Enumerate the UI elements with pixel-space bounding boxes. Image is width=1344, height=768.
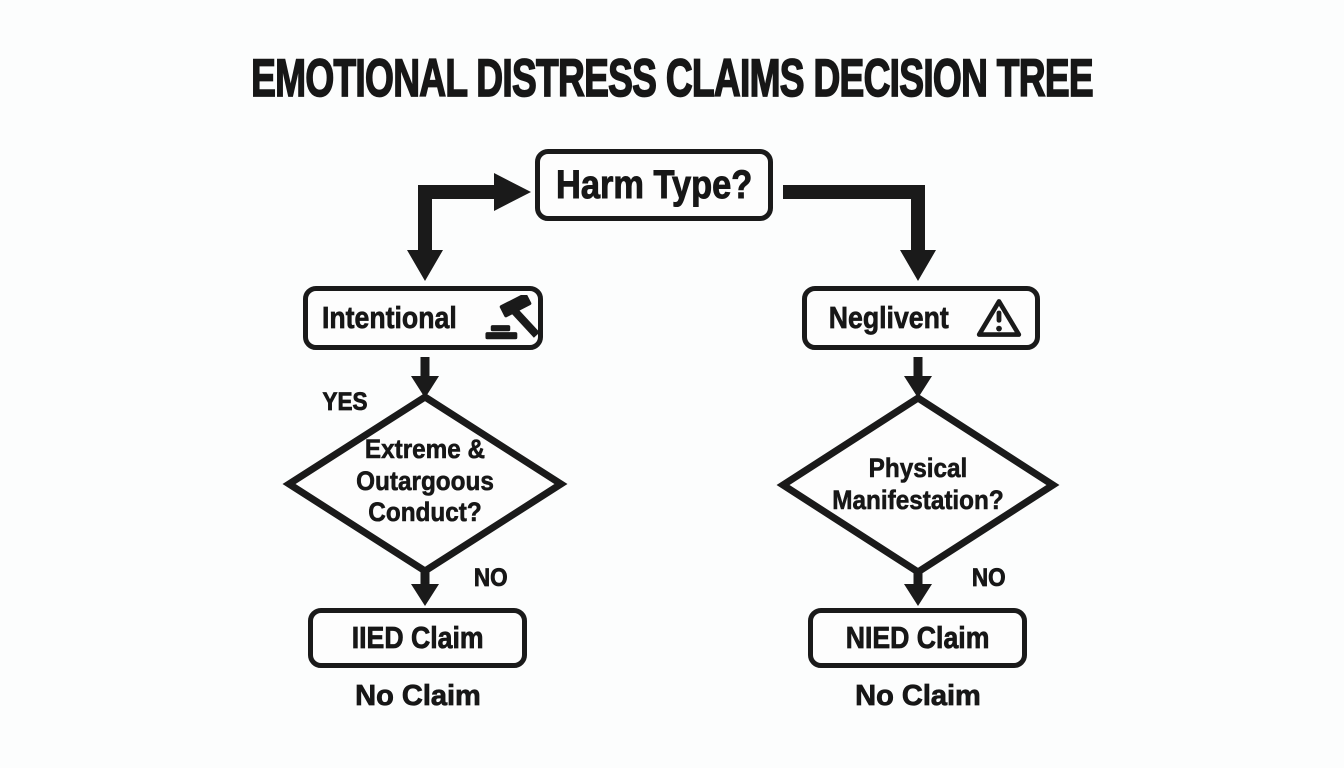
nied-claim-label: NIED Claim <box>845 620 990 656</box>
right-decision-label: Physical Manifestation? <box>819 453 1017 516</box>
decision-to-nied-arrow <box>904 572 932 606</box>
no-claim-label-left: No Claim <box>355 680 481 713</box>
left-decision-label: Extreme & Outargoous Conduct? <box>326 434 524 529</box>
negligent-to-decision-arrow <box>904 357 932 398</box>
gavel-icon <box>485 295 541 340</box>
iied-claim-label: IIED Claim <box>351 620 484 656</box>
left-elbow-arrow <box>407 173 531 281</box>
decision-to-iied-arrow <box>411 571 439 606</box>
negligent-node: Neglivent <box>802 286 1040 350</box>
yes-edge-label: YES <box>322 388 368 417</box>
intentional-to-decision-arrow <box>411 357 439 398</box>
harm-type-label: Harm Type? <box>555 162 753 207</box>
intentional-node: Intentional <box>303 286 543 350</box>
iied-claim-node: IIED Claim <box>308 608 527 668</box>
left-decision-line-2: Outargoous <box>356 465 494 496</box>
left-decision-line-1: Extreme & <box>364 434 486 465</box>
no-edge-label-left: NO <box>473 564 508 593</box>
warning-icon <box>976 299 1021 337</box>
right-decision-line-1: Physical <box>868 453 968 484</box>
no-claim-label-right: No Claim <box>855 680 981 713</box>
intentional-label: Intentional <box>321 300 457 336</box>
left-decision-line-3: Conduct? <box>368 497 482 528</box>
diagram-title-text: EMOTIONAL DISTRESS CLAIMS DECISION TREE <box>250 48 1094 109</box>
negligent-label: Neglivent <box>829 300 950 336</box>
diagram-title: EMOTIONAL DISTRESS CLAIMS DECISION TREE <box>250 48 1094 109</box>
harm-type-node: Harm Type? <box>535 149 773 221</box>
right-decision-line-2: Manifestation? <box>832 484 1004 515</box>
no-edge-label-right: NO <box>971 564 1006 593</box>
nied-claim-node: NIED Claim <box>808 608 1027 668</box>
right-elbow-arrow <box>783 185 936 281</box>
